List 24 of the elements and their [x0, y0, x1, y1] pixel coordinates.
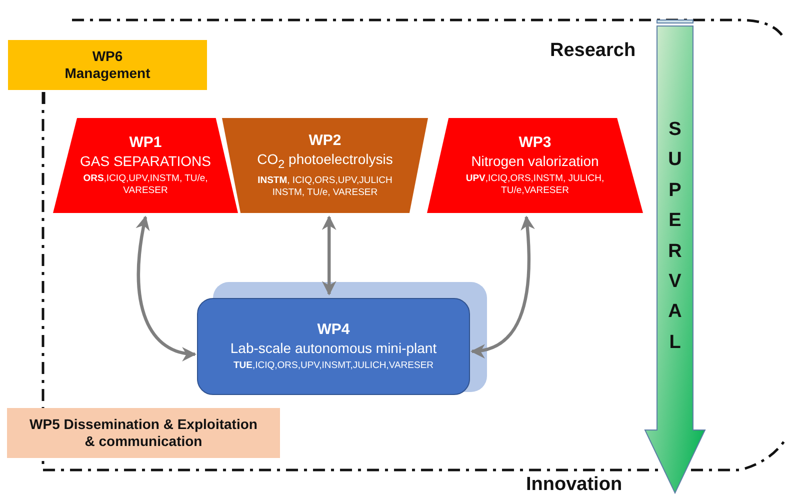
subtitle: CO$_{2}$ photoelectrolysis: [257, 150, 393, 172]
curved-arrow: [322, 216, 336, 296]
partner-list: INSTM, ICIQ,ORS,UPV,JULICH INSTM, TU/e, VARESER: [242, 175, 408, 199]
vertical-label: SUPERVAL: [667, 118, 683, 355]
stage-label: Research: [550, 40, 636, 62]
heading: WP1: [129, 134, 162, 153]
stage-label: Innovation: [526, 474, 622, 496]
heading: WP2: [308, 132, 342, 151]
heading: WP3: [518, 134, 552, 153]
heading: WP6: [92, 48, 123, 65]
heading: WP4: [317, 320, 350, 340]
partner-list: ORS,ICIQ,UPV,INSTM, TU/e, VARESER: [73, 173, 218, 197]
partner-list: UPV,ICIQ,ORS,INSTM, JULICH, TU/e,VARESER: [447, 173, 623, 197]
subtitle: GAS SEPARATIONS: [80, 152, 211, 170]
curved-arrow: [136, 216, 196, 360]
curved-arrow: [470, 216, 535, 358]
title-box: [8, 40, 207, 90]
partner-list: TUE,ICIQ,ORS,UPV,INSMT,JULICH,VARESER: [233, 360, 434, 372]
process-box: [197, 298, 470, 395]
title: WP5 Dissemination & Exploitation & communication: [29, 416, 258, 450]
subtitle: Nitrogen valorization: [471, 152, 599, 170]
subtitle: Management: [64, 65, 150, 82]
subtitle: Lab-scale autonomous mini-plant: [230, 340, 437, 358]
title-box: [7, 408, 280, 458]
